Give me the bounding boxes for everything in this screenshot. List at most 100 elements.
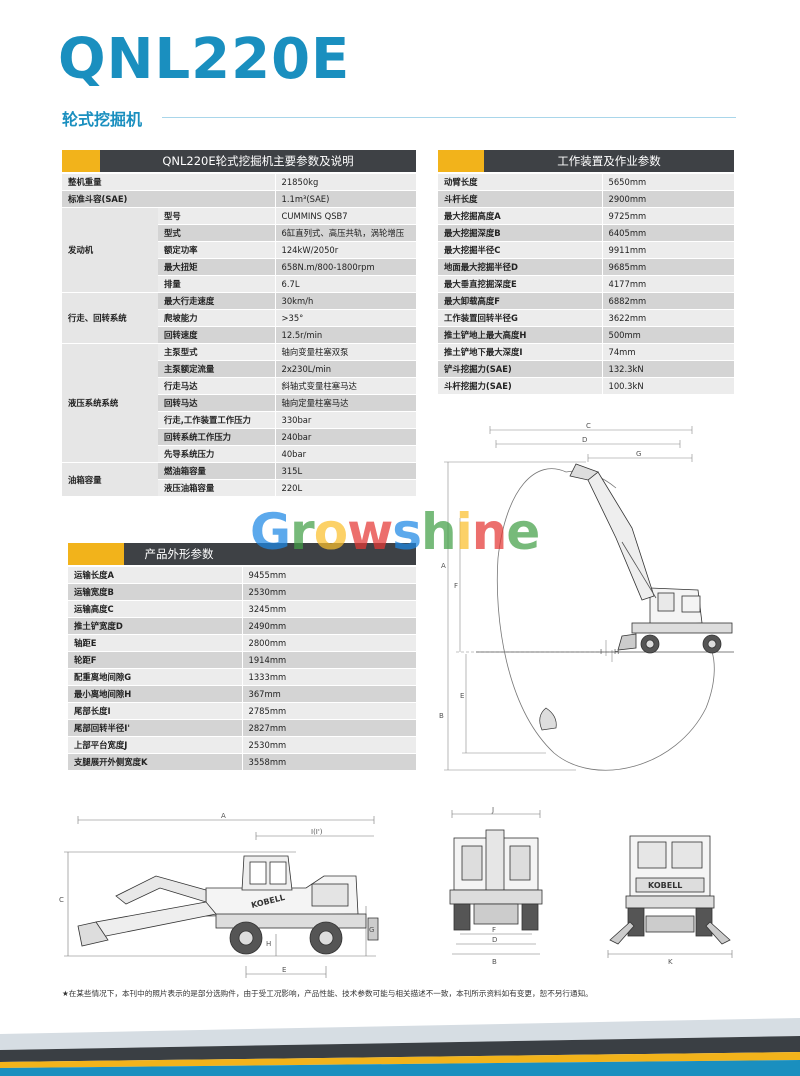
main-spec-group-row: 回转马达轴向定量柱塞马达 [62,394,416,412]
main-spec-value: 12.5r/min [274,326,416,344]
work-spec-label: 最大垂直挖掘深度E [438,275,602,293]
main-spec-value: 轴向变量柱塞双泵 [274,343,416,361]
rear-label-b: B [492,958,497,966]
rear-label-j: J [491,806,494,814]
dimension-label: 支腿展开外侧宽度K [68,753,242,771]
work-spec-value: 6405mm [601,224,734,242]
main-spec-label: 排量 [158,275,275,293]
main-spec-row: 标准斗容(SAE)1.1m³(SAE) [62,190,416,208]
main-spec-value: 6.7L [274,275,416,293]
front-view-drawing: KOBELL K [607,835,733,966]
main-spec-value: 2x230L/min [274,360,416,378]
dimension-label: 最小离地间隙H [68,685,242,703]
work-spec-title: 工作装置及作业参数 [557,154,661,168]
main-spec-label: 燃油箱容量 [158,462,275,480]
main-spec-label: 最大扭矩 [158,258,275,276]
range-label-a: A [441,562,446,570]
rear-view-drawing: J F D B [449,806,543,966]
range-label-d: D [582,436,587,444]
work-spec-label: 动臂长度 [438,174,602,191]
range-label-b: B [439,712,444,720]
side-label-ii: I(I') [311,828,323,836]
main-spec-title: QNL220E轮式挖掘机主要参数及说明 [162,154,354,168]
work-spec-value: 6882mm [601,292,734,310]
work-spec-value: 9725mm [601,207,734,225]
main-spec-group-name: 发动机 [62,208,158,293]
main-spec-value: 30km/h [274,292,416,310]
work-spec-label: 最大挖掘高度A [438,207,602,225]
dimension-value: 2530mm [241,736,416,754]
dimension-value: 2800mm [241,634,416,652]
work-spec-label: 铲斗挖掘力(SAE) [438,360,602,378]
dimension-value: 9455mm [241,567,416,584]
dimension-value: 2827mm [241,719,416,737]
main-spec-value: 斜轴式变量柱塞马达 [274,377,416,395]
dimension-value: 3245mm [241,600,416,618]
work-spec-label: 斗杆挖掘力(SAE) [438,377,602,395]
watermark-letter: G [250,503,291,561]
subtitle-divider [162,117,736,118]
work-spec-label: 地面最大挖掘半径D [438,258,602,276]
main-spec-group-name: 液压系统系统 [62,343,158,463]
range-label-i: I [600,648,602,656]
work-spec-value: 74mm [601,343,734,361]
work-spec-label: 最大挖掘深度B [438,224,602,242]
main-spec-value: 1.1m³(SAE) [274,190,416,208]
dimension-value: 2530mm [241,583,416,601]
work-spec-value: 500mm [601,326,734,344]
work-spec-value: 132.3kN [601,360,734,378]
main-spec-value: 658N.m/800-1800rpm [274,258,416,276]
main-spec-label: 行走马达 [158,377,275,395]
watermark-letter: i [455,503,473,561]
side-label-h: H [266,940,271,948]
dimension-label: 上部平台宽度J [68,736,242,754]
dimension-label: 尾部长度I [68,702,242,720]
main-spec-label: 爬坡能力 [158,309,275,327]
model-title: QNL220E [58,27,351,92]
watermark-letter: e [506,503,540,561]
working-range-drawing: C D G A F H I B E [439,422,734,771]
footer-stripes [0,1018,800,1076]
watermark-letter: w [347,503,393,561]
main-spec-label: 行走,工作装置工作压力 [158,411,275,429]
work-spec-row: 斗杆挖掘力(SAE)100.3kN [438,377,734,395]
range-label-c: C [586,422,591,430]
front-brand-logo: KOBELL [648,881,682,890]
dimension-label: 轮距F [68,651,242,669]
main-spec-header: QNL220E轮式挖掘机主要参数及说明 [62,150,416,172]
work-spec-label: 斗杆长度 [438,190,602,208]
watermark-letter: h [421,503,457,561]
main-spec-value: 220L [274,479,416,497]
work-spec-value: 9685mm [601,258,734,276]
range-label-g: G [636,450,641,458]
work-spec-label: 工作装置回转半径G [438,309,602,327]
main-spec-label: 最大行走速度 [158,292,275,310]
main-spec-label: 额定功率 [158,241,275,259]
main-spec-value: 315L [274,462,416,480]
main-spec-value: 240bar [274,428,416,446]
